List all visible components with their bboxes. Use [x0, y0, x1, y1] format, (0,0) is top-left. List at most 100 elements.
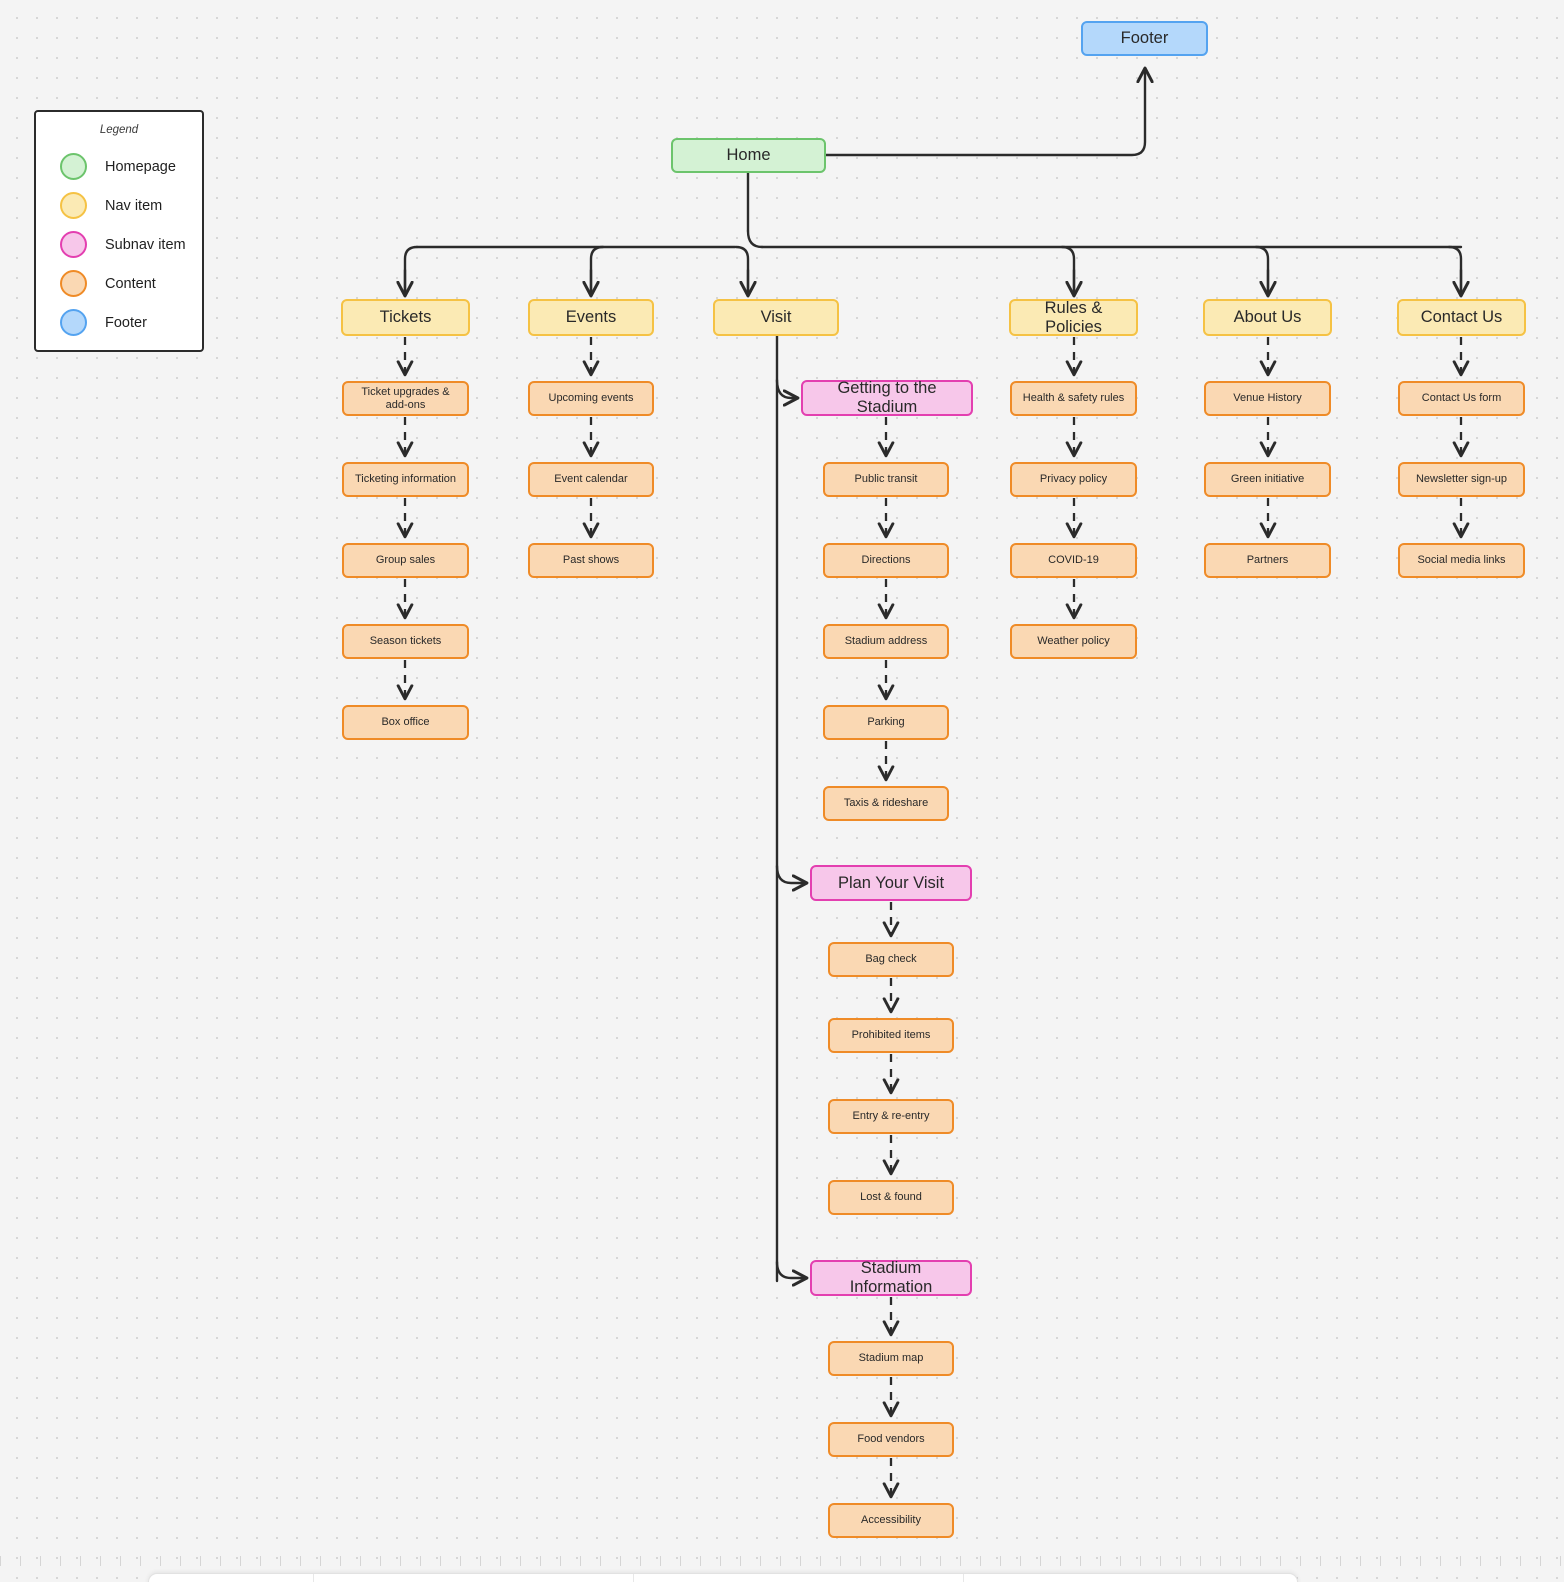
node-food-vendors[interactable]: Food vendors: [828, 1422, 954, 1457]
node-green-initiative[interactable]: Green initiative: [1204, 462, 1331, 497]
node-events[interactable]: Events: [528, 299, 654, 336]
node-newsletter-sign-up[interactable]: Newsletter sign-up: [1398, 462, 1525, 497]
node-label: Upcoming events: [548, 392, 634, 405]
legend-item-homepage: Homepage: [36, 147, 202, 186]
node-label: Ticket upgrades & add-ons: [361, 385, 450, 411]
node-label: Weather policy: [1037, 635, 1110, 648]
node-label: Public transit: [854, 473, 918, 486]
legend-swatch-icon: [60, 153, 87, 180]
node-rules-policies[interactable]: Rules & Policies: [1009, 299, 1138, 336]
node-label: Partners: [1246, 554, 1289, 567]
node-season-tickets[interactable]: Season tickets: [342, 624, 469, 659]
node-partners[interactable]: Partners: [1204, 543, 1331, 578]
node-entry-re-entry[interactable]: Entry & re-entry: [828, 1099, 954, 1134]
legend-item-footer: Footer: [36, 303, 202, 342]
node-label: Box office: [381, 716, 430, 729]
node-prohibited-items[interactable]: Prohibited items: [828, 1018, 954, 1053]
node-label: Contact Us: [1420, 308, 1503, 327]
node-event-calendar[interactable]: Event calendar: [528, 462, 654, 497]
legend-item-nav-item: Nav item: [36, 186, 202, 225]
node-label: Group sales: [375, 554, 436, 567]
node-footer[interactable]: Footer: [1081, 21, 1208, 56]
node-stadium-map[interactable]: Stadium map: [828, 1341, 954, 1376]
node-label: Ticketing information: [354, 473, 457, 486]
node-upcoming-events[interactable]: Upcoming events: [528, 381, 654, 416]
node-ticketing-information[interactable]: Ticketing information: [342, 462, 469, 497]
node-label: Footer: [1120, 29, 1169, 48]
legend-item-label: Nav item: [105, 197, 163, 214]
legend-item-label: Subnav item: [105, 236, 186, 253]
legend-swatch-icon: [60, 231, 87, 258]
node-bag-check[interactable]: Bag check: [828, 942, 954, 977]
node-label: Taxis & rideshare: [843, 797, 929, 810]
node-label: Privacy policy: [1039, 473, 1108, 486]
node-contact-us-form[interactable]: Contact Us form: [1398, 381, 1525, 416]
node-label: Directions: [861, 554, 911, 567]
node-label: Newsletter sign-up: [1415, 473, 1508, 486]
node-visit[interactable]: Visit: [713, 299, 839, 336]
node-getting-to-the-stadium[interactable]: Getting to the Stadium: [801, 379, 973, 416]
node-label: Social media links: [1417, 554, 1506, 567]
node-weather-policy[interactable]: Weather policy: [1010, 624, 1137, 659]
node-label: Lost & found: [860, 1191, 922, 1204]
node-label: Rules & Policies: [1044, 298, 1103, 336]
node-health-safety-rules[interactable]: Health & safety rules: [1010, 381, 1137, 416]
node-label: Stadium map: [858, 1352, 924, 1365]
node-label: Visit: [760, 308, 792, 327]
node-public-transit[interactable]: Public transit: [823, 462, 949, 497]
node-label: COVID-19: [1048, 554, 1099, 567]
node-label: Bag check: [865, 953, 917, 966]
node-stadium-information[interactable]: Stadium Information: [810, 1259, 972, 1296]
node-label: Event calendar: [554, 473, 628, 486]
toolbar-segment-4[interactable]: [964, 1574, 1297, 1582]
node-label: Venue History: [1233, 392, 1302, 405]
node-label: About Us: [1233, 308, 1302, 327]
node-social-media-links[interactable]: Social media links: [1398, 543, 1525, 578]
node-label: Plan Your Visit: [837, 873, 945, 892]
node-home[interactable]: Home: [671, 138, 826, 173]
legend-title: Legend: [99, 124, 139, 136]
node-label: Tickets: [379, 308, 432, 327]
node-covid-19[interactable]: COVID-19: [1010, 543, 1137, 578]
node-label: Food vendors: [857, 1433, 925, 1446]
node-contact-us[interactable]: Contact Us: [1397, 299, 1526, 336]
node-label: Stadium address: [844, 635, 928, 648]
node-label: Season tickets: [369, 635, 442, 648]
node-tickets[interactable]: Tickets: [341, 299, 470, 336]
node-venue-history[interactable]: Venue History: [1204, 381, 1331, 416]
node-label: Entry & re-entry: [852, 1110, 930, 1123]
legend-item-label: Footer: [105, 314, 147, 331]
node-label: Home: [726, 146, 771, 165]
toolbar-segment-1[interactable]: [149, 1574, 314, 1582]
toolbar-segment-2[interactable]: [314, 1574, 634, 1582]
node-lost-found[interactable]: Lost & found: [828, 1180, 954, 1215]
legend-item-label: Content: [105, 275, 156, 292]
node-group-sales[interactable]: Group sales: [342, 543, 469, 578]
node-plan-your-visit[interactable]: Plan Your Visit: [810, 865, 972, 901]
node-label: Getting to the Stadium: [837, 379, 937, 416]
node-label: Stadium Information: [849, 1259, 933, 1296]
node-label: Past shows: [562, 554, 620, 567]
node-box-office[interactable]: Box office: [342, 705, 469, 740]
node-past-shows[interactable]: Past shows: [528, 543, 654, 578]
node-ticket-upgrades-add-ons[interactable]: Ticket upgrades & add-ons: [342, 381, 469, 416]
node-privacy-policy[interactable]: Privacy policy: [1010, 462, 1137, 497]
toolbar-segment-3[interactable]: [634, 1574, 964, 1582]
node-directions[interactable]: Directions: [823, 543, 949, 578]
node-label: Green initiative: [1230, 473, 1305, 486]
node-label: Health & safety rules: [1022, 392, 1125, 405]
node-label: Contact Us form: [1421, 392, 1502, 405]
node-stadium-address[interactable]: Stadium address: [823, 624, 949, 659]
legend-item-subnav-item: Subnav item: [36, 225, 202, 264]
node-taxis-rideshare[interactable]: Taxis & rideshare: [823, 786, 949, 821]
bottom-toolbar[interactable]: [148, 1573, 1298, 1582]
legend-item-content: Content: [36, 264, 202, 303]
node-parking[interactable]: Parking: [823, 705, 949, 740]
node-about-us[interactable]: About Us: [1203, 299, 1332, 336]
node-accessibility[interactable]: Accessibility: [828, 1503, 954, 1538]
legend-swatch-icon: [60, 192, 87, 219]
